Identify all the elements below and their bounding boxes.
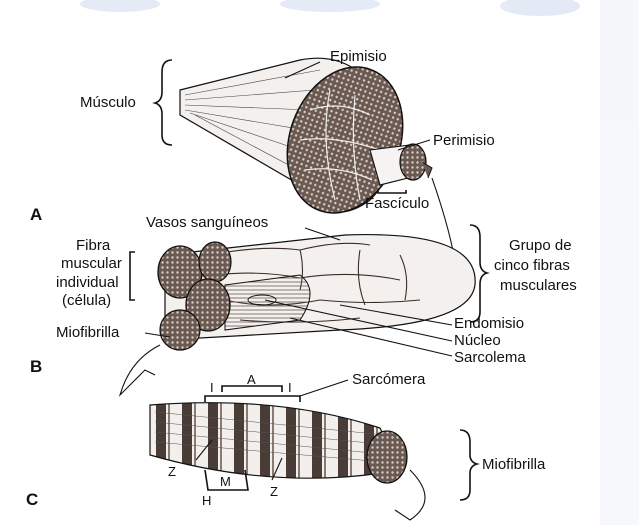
nucleo-label: Núcleo xyxy=(454,332,501,349)
perimisio-label: Perimisio xyxy=(433,132,495,149)
fibra-bracket xyxy=(130,252,135,300)
section-b-label: B xyxy=(30,357,42,376)
endomisio-label: Endomisio xyxy=(454,315,524,332)
fibra-label-2: muscular xyxy=(61,255,122,272)
z2-label: Z xyxy=(270,484,278,499)
miofibrilla-b-arrow xyxy=(120,345,160,395)
musculo-bracket xyxy=(155,60,172,145)
myofibril-illustration xyxy=(150,403,407,483)
miofibrilla-c-label: Miofibrilla xyxy=(482,456,546,473)
myofibril-end-face xyxy=(367,431,407,483)
sarcomera-label: Sarcómera xyxy=(352,371,426,388)
band-a-label: A xyxy=(247,372,256,387)
musculo-label: Músculo xyxy=(80,94,136,111)
band-i2-label: I xyxy=(288,380,292,395)
sarcomera-leader xyxy=(300,380,348,396)
section-a-label: A xyxy=(30,205,42,224)
h-label: H xyxy=(202,493,211,508)
fiber-group-illustration xyxy=(158,235,475,350)
section-c-label: C xyxy=(26,490,38,509)
m-label: M xyxy=(220,474,231,489)
miofibrilla-b-label: Miofibrilla xyxy=(56,324,120,341)
fibra-label-3: individual xyxy=(56,274,119,291)
fibra-label-1: Fibra xyxy=(76,237,111,254)
fibra-label-4: (célula) xyxy=(62,292,111,309)
fasciculo-bracket xyxy=(378,190,406,193)
z1-label: Z xyxy=(168,464,176,479)
grupo-label-2: cinco fibras xyxy=(494,257,570,274)
sarcolema-label: Sarcolema xyxy=(454,349,526,366)
grupo-label-3: musculares xyxy=(500,277,577,294)
fasciculo-label: Fascículo xyxy=(365,195,429,212)
epimisio-label: Epimisio xyxy=(330,48,387,65)
miofibrilla-c-bracket xyxy=(460,430,477,500)
band-i1-label: I xyxy=(210,380,214,395)
vasos-label: Vasos sanguíneos xyxy=(146,214,268,231)
sarcomera-bracket xyxy=(205,396,300,402)
grupo-label-1: Grupo de xyxy=(509,237,572,254)
